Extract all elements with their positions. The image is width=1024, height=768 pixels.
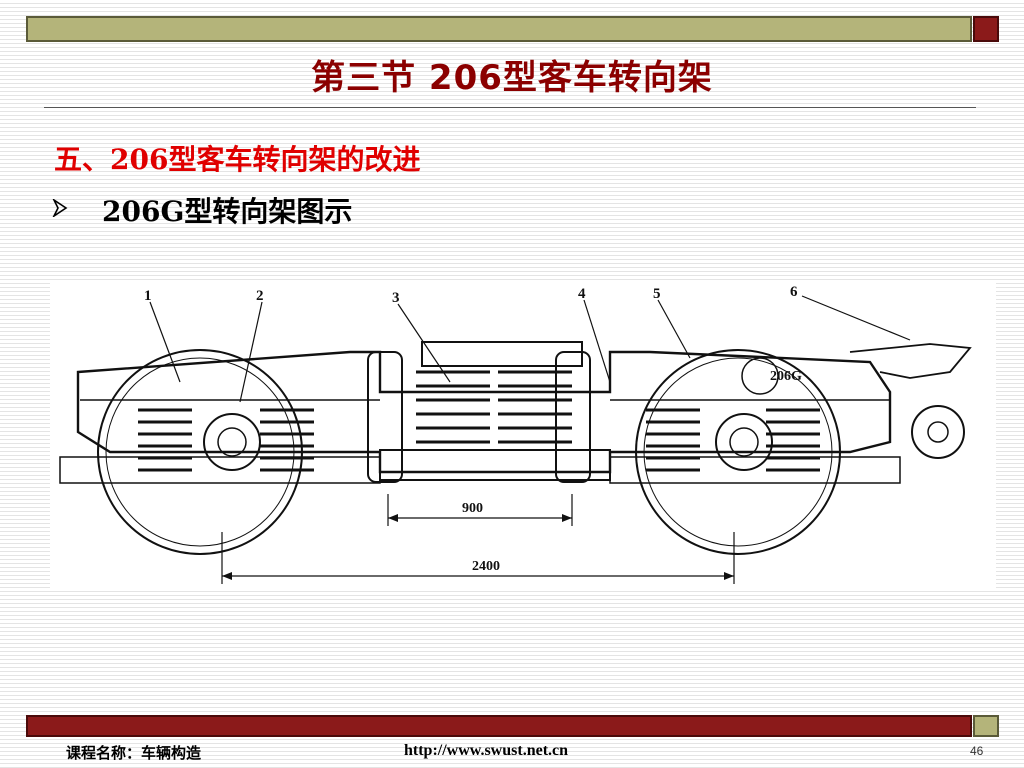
callout-6: 6: [790, 284, 798, 300]
dimension-2400-label: 2400: [472, 559, 500, 574]
swing-hanger-right: [555, 351, 591, 483]
callout-4: 4: [578, 286, 586, 302]
slide-title: 第三节 206型客车转向架: [311, 58, 713, 98]
bullet-item: 206G型转向架图示: [51, 190, 353, 230]
bolster-top: [421, 341, 583, 367]
bottom-bar-red-segment: [26, 715, 972, 737]
right-axle-spring-b: [766, 408, 820, 472]
bogie-diagram: 1 2 3 4 5 6 206G 900 2400: [50, 282, 996, 590]
top-decor-bar: [26, 16, 999, 42]
swing-hanger-left: [367, 351, 403, 483]
brake-cylinder: [911, 405, 965, 459]
right-axle-box: [715, 413, 773, 471]
left-axle-spring-b: [260, 408, 314, 472]
bottom-bar-olive-segment: [973, 715, 999, 737]
bolster-spring-right: [498, 370, 572, 444]
callout-3: 3: [392, 290, 400, 306]
callout-2: 2: [256, 288, 264, 304]
bullet-text: 206G型转向架图示: [102, 195, 353, 228]
title-divider: [44, 107, 976, 108]
callout-5: 5: [653, 286, 661, 302]
bogie-drawing: 1 2 3 4 5 6 206G 900 2400: [59, 284, 972, 584]
bottom-decor-bar: [26, 715, 999, 737]
page-number: 46: [970, 744, 984, 758]
left-axle-box: [203, 413, 261, 471]
plate-label: 206G: [770, 369, 802, 384]
top-bar-red-segment: [973, 16, 999, 42]
brake-rigging: [849, 343, 972, 379]
arrowhead-bullet-icon: [51, 197, 80, 222]
top-bar-olive-segment: [26, 16, 972, 42]
footer-course-name: 课程名称：车辆构造: [66, 744, 202, 762]
dimension-900-label: 900: [462, 501, 483, 516]
right-axle-spring-a: [646, 408, 700, 472]
side-frame: [76, 350, 892, 474]
section-heading: 五、206型客车转向架的改进: [54, 143, 421, 176]
callout-1: 1: [144, 288, 152, 304]
bolster-spring-left: [416, 370, 490, 444]
left-axle-spring-a: [138, 408, 192, 472]
footer-url: http://www.swust.net.cn: [404, 742, 569, 759]
nameplate-ring: [741, 357, 779, 395]
